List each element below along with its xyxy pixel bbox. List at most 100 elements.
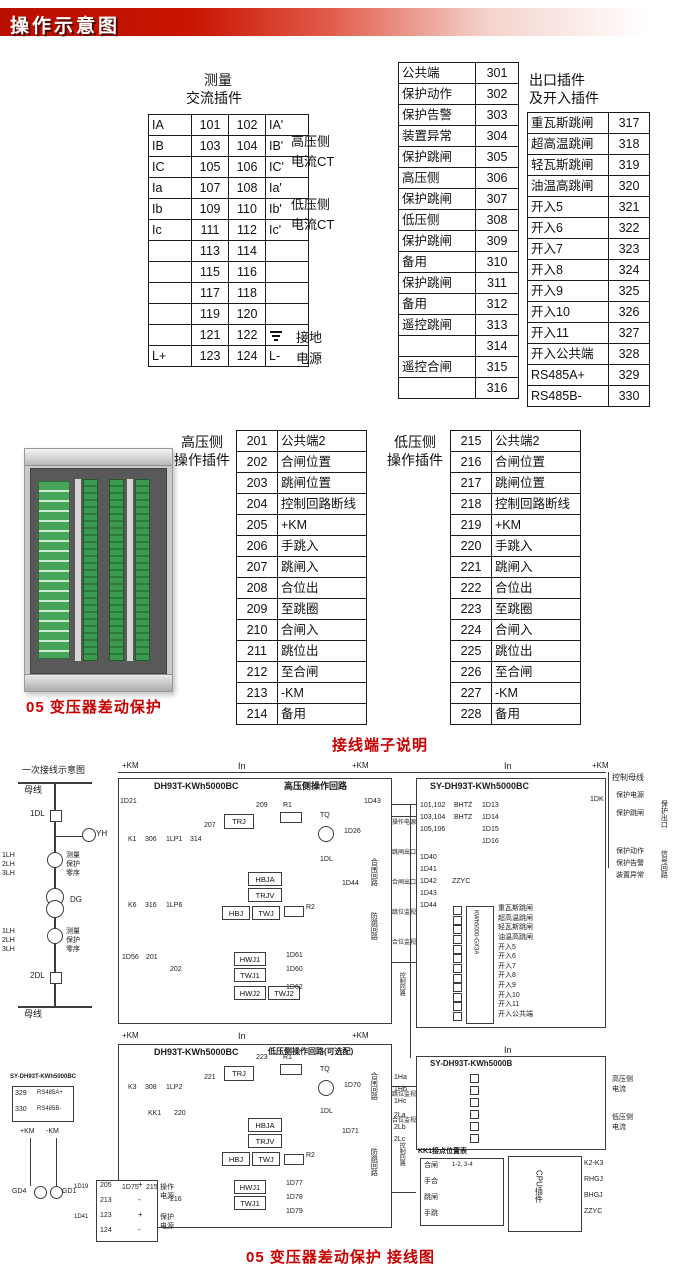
diagram-label: 高压侧 — [612, 1076, 633, 1083]
table-cell: 114 — [228, 240, 266, 262]
power-annotation: 电源 — [296, 351, 323, 366]
table-cell: 备用 — [491, 703, 581, 725]
table-cell: 223 — [450, 598, 492, 620]
diagram-label: 1D41 — [74, 1214, 89, 1220]
circle-symbol — [47, 852, 63, 868]
table-cell: 控制回路断线 — [277, 493, 367, 515]
contact-square — [453, 916, 462, 925]
diagram-label: K1 — [128, 836, 137, 843]
diagram-label: CPU插件 — [534, 1170, 544, 1203]
table-cell: 至合闸 — [277, 661, 367, 683]
diagram-label: 操作电源 — [392, 820, 417, 826]
diagram-label: BHTZ — [454, 802, 473, 809]
table-cell: 102 — [228, 114, 266, 136]
diagram-box-label: TWJ — [258, 908, 274, 918]
diagram-label: TQ — [320, 812, 330, 819]
diagram-label: 信号回路 — [660, 850, 668, 878]
power-terminal-table — [96, 1180, 158, 1242]
table-cell: 218 — [450, 493, 492, 515]
diagram-label: 220 — [174, 1110, 186, 1117]
table-cell: IB — [148, 135, 192, 157]
kk1-table — [420, 1158, 504, 1226]
table-cell: 201 — [236, 430, 278, 452]
table-row: RS485B-330 — [527, 385, 650, 407]
diagram-label: 零序 — [66, 870, 80, 877]
diagram-label: 合闸 — [424, 1162, 438, 1169]
table-cell: 手跳入 — [491, 535, 581, 557]
table-cell: 110 — [228, 198, 266, 220]
diagram-label: KK1接点位置表 — [418, 1148, 468, 1155]
diagram-label: 防跳回路 — [370, 1148, 378, 1176]
diagram-box-label: HBJA — [255, 1120, 275, 1130]
table-cell: 330 — [608, 385, 650, 407]
diagram-label: 低压侧操作回路(可选配) — [268, 1047, 354, 1056]
diagram-box-label: TRJ — [232, 1069, 246, 1078]
diagram-label: 1-2, 3-4 — [452, 1162, 473, 1168]
diagram-label: +KM — [592, 761, 609, 770]
diagram-label: 1LP2 — [166, 1084, 183, 1091]
table-cell: 保护跳闸 — [398, 188, 476, 210]
resistor-r2 — [284, 1154, 304, 1165]
protection-device-block — [416, 778, 606, 1028]
table-cell: 公共端2 — [491, 430, 581, 452]
hv-ct-annotation-line2: 电流CT — [291, 154, 335, 169]
table-cell: -KM — [277, 682, 367, 704]
table-cell — [398, 377, 476, 399]
diagram-label: +KM — [122, 761, 139, 770]
diagram-label: 1DL — [320, 1108, 333, 1115]
diagram-label: 329 — [15, 1090, 27, 1097]
table-cell: 227 — [450, 682, 492, 704]
diagram-label: 低压侧 — [612, 1114, 633, 1121]
table-cell: 跳闸入 — [277, 556, 367, 578]
diagram-label: 1D75 — [122, 1184, 139, 1191]
relay-hwj2: HWJ2 — [234, 986, 266, 1000]
diagram-label: 2LH — [2, 937, 15, 944]
table-cell: 116 — [228, 261, 266, 283]
table-cell: 开入9 — [527, 280, 609, 302]
table-cell: 装置异常 — [398, 125, 476, 147]
table-cell: 324 — [608, 259, 650, 281]
diagram-label: 1D60 — [286, 966, 303, 973]
table-cell — [148, 282, 192, 304]
diagram-label: 保护告警 — [616, 860, 644, 867]
ac-current-block — [416, 1056, 606, 1150]
table-cell: 211 — [236, 640, 278, 662]
diagram-label: 保护电源 — [616, 792, 644, 799]
table-cell: 120 — [228, 303, 266, 325]
relay-trjv: TRJV — [248, 1134, 282, 1148]
relay-twj1: TWJ1 — [234, 1196, 266, 1210]
diagram-label: ZZYC — [452, 878, 471, 885]
table-cell — [148, 261, 192, 283]
table-cell: 224 — [450, 619, 492, 641]
table-cell: 215 — [450, 430, 492, 452]
diagram-label: DH93T-KWh5000BC — [154, 1047, 239, 1057]
diagram-label: GD4 — [12, 1188, 27, 1195]
table-cell: 合位出 — [277, 577, 367, 599]
diagram-label: 电流 — [612, 1124, 626, 1131]
diagram-box-label: TRJV — [255, 1136, 275, 1146]
diagram-box-label: HBJ — [228, 1154, 244, 1164]
table-row: 314 — [398, 335, 519, 357]
ground-icon — [269, 330, 283, 342]
table-cell: 105 — [191, 156, 229, 178]
output-title-line1: 出口插件 — [529, 72, 585, 88]
diagram-label: ZZYC — [584, 1208, 603, 1215]
relay-hbja: HBJA — [248, 872, 282, 886]
section-title: 接线端子说明 — [332, 737, 429, 754]
